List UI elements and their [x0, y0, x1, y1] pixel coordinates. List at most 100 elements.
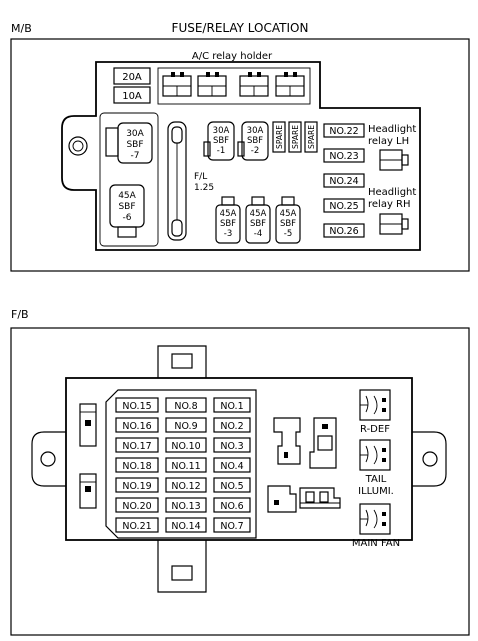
svg-text:NO.21: NO.21	[122, 521, 151, 532]
spare-fuse-3: SPARE	[304, 121, 318, 153]
fuse-no-19: NO.19	[115, 477, 159, 493]
fuse-no-13: NO.13	[165, 497, 207, 513]
mb-housing-outline	[61, 61, 421, 251]
ac-relay-2	[197, 72, 227, 97]
headlight-relay-rh-label: Headlight	[368, 187, 416, 198]
fuse-20a-box	[113, 67, 151, 85]
fb-left-connector-bottom	[79, 473, 97, 509]
fb-frame	[10, 327, 470, 636]
fuse-no-3: NO.3	[213, 437, 251, 453]
svg-text:NO.3: NO.3	[220, 441, 243, 452]
fuse-no-5: NO.5	[213, 477, 251, 493]
svg-text:45A: 45A	[220, 209, 237, 219]
svg-text:NO.5: NO.5	[220, 481, 243, 492]
svg-text:NO.16: NO.16	[122, 421, 151, 432]
fuse-10a-label: 10A	[122, 91, 142, 102]
sbf-4-fuse: 45A SBF -4	[245, 196, 271, 244]
sbf-6-fuse: 45A SBF -6	[109, 184, 145, 238]
fusible-link-size: 1.25	[194, 183, 214, 193]
svg-text:NO.11: NO.11	[171, 461, 200, 472]
spare-fuse-2: SPARE	[288, 121, 302, 153]
fuse-no-14: NO.14	[165, 517, 207, 533]
sbf-5-fuse: 45A SBF -5	[275, 196, 301, 244]
ac-relay-holder-frame	[157, 67, 311, 105]
fuse-20a-label: 20A	[122, 72, 142, 83]
fb-middle-connector-4	[299, 487, 341, 509]
fuse-no-26: NO.26	[323, 223, 365, 238]
fb-fuse-panel	[105, 389, 257, 539]
svg-text:30A: 30A	[126, 129, 144, 139]
svg-text:NO.10: NO.10	[171, 441, 200, 452]
svg-text:NO.6: NO.6	[220, 501, 243, 512]
r-def-relay	[359, 389, 391, 421]
fuse-no-21: NO.21	[115, 517, 159, 533]
fuse-no-9: NO.9	[165, 417, 207, 433]
fb-top-tab-slot	[171, 353, 193, 369]
svg-text:30A: 30A	[213, 126, 230, 136]
headlight-relay-lh-label-2: relay LH	[368, 136, 409, 147]
fb-corner-label: F/B	[11, 308, 29, 321]
headlight-relay-rh-label-2: relay RH	[368, 199, 411, 210]
tail-illumi-label: TAIL	[365, 474, 387, 485]
svg-text:SBF: SBF	[280, 219, 296, 229]
svg-text:NO.25: NO.25	[329, 201, 358, 212]
ac-relay-holder-label: A/C relay holder	[192, 51, 273, 62]
fb-middle-connector-3	[267, 485, 297, 513]
svg-text:NO.8: NO.8	[174, 401, 197, 412]
r-def-label: R-DEF	[360, 424, 390, 435]
svg-text:SPARE: SPARE	[275, 125, 284, 149]
svg-text:-3: -3	[224, 229, 232, 239]
spare-fuse-1: SPARE	[272, 121, 286, 153]
fuse-no-24: NO.24	[323, 173, 365, 188]
svg-text:-7: -7	[131, 151, 140, 161]
svg-text:NO.24: NO.24	[329, 176, 358, 187]
svg-text:NO.1: NO.1	[220, 401, 243, 412]
svg-text:NO.19: NO.19	[122, 481, 151, 492]
svg-text:-4: -4	[254, 229, 262, 239]
fuse-no-10: NO.10	[165, 437, 207, 453]
svg-text:NO.2: NO.2	[220, 421, 243, 432]
svg-text:45A: 45A	[250, 209, 267, 219]
svg-text:NO.17: NO.17	[122, 441, 151, 452]
sbf-2-fuse: 30A SBF -2	[237, 121, 269, 161]
svg-text:NO.12: NO.12	[171, 481, 200, 492]
svg-text:NO.4: NO.4	[220, 461, 243, 472]
svg-text:NO.18: NO.18	[122, 461, 151, 472]
svg-text:-5: -5	[284, 229, 292, 239]
fuse-no-22: NO.22	[323, 123, 365, 138]
fusible-link-label: F/L	[194, 172, 207, 182]
svg-text:SBF: SBF	[213, 136, 229, 146]
ac-relay-1	[162, 72, 192, 97]
fuse-no-6: NO.6	[213, 497, 251, 513]
svg-text:SBF: SBF	[118, 202, 135, 212]
svg-text:45A: 45A	[280, 209, 297, 219]
mb-mount-hole-inner	[72, 140, 84, 152]
fuse-block-section: F/B NO.15 NO.16	[10, 308, 470, 636]
ac-relay-4	[275, 72, 305, 97]
svg-text:-2: -2	[251, 146, 259, 156]
fuse-no-1: NO.1	[213, 397, 251, 413]
fuse-no-25: NO.25	[323, 198, 365, 213]
svg-text:NO.22: NO.22	[329, 126, 358, 137]
fuse-grid: NO.15 NO.16 NO.17 NO.18 NO.19 NO.20 NO.2…	[115, 397, 251, 533]
mb-corner-label: M/B	[11, 22, 32, 35]
fuse-no-15: NO.15	[115, 397, 159, 413]
tail-illumi-label-2: ILLUMI.	[358, 486, 394, 497]
svg-text:-1: -1	[217, 146, 225, 156]
fuse-no-7: NO.7	[213, 517, 251, 533]
mb-title: FUSE/RELAY LOCATION	[172, 21, 309, 35]
fb-middle-connector-2	[309, 417, 337, 469]
fb-top-tab	[157, 345, 207, 378]
svg-text:SBF: SBF	[247, 136, 263, 146]
svg-text:NO.14: NO.14	[171, 521, 200, 532]
headlight-relay-lh	[379, 149, 409, 171]
fb-bottom-tab	[157, 540, 207, 593]
ac-relay-3	[239, 72, 269, 97]
mb-frame	[10, 38, 470, 272]
fuse-no-4: NO.4	[213, 457, 251, 473]
svg-text:NO.7: NO.7	[220, 521, 243, 532]
fb-right-ear	[412, 431, 447, 487]
svg-text:45A: 45A	[118, 191, 136, 201]
tail-illumi-relay	[359, 439, 391, 471]
